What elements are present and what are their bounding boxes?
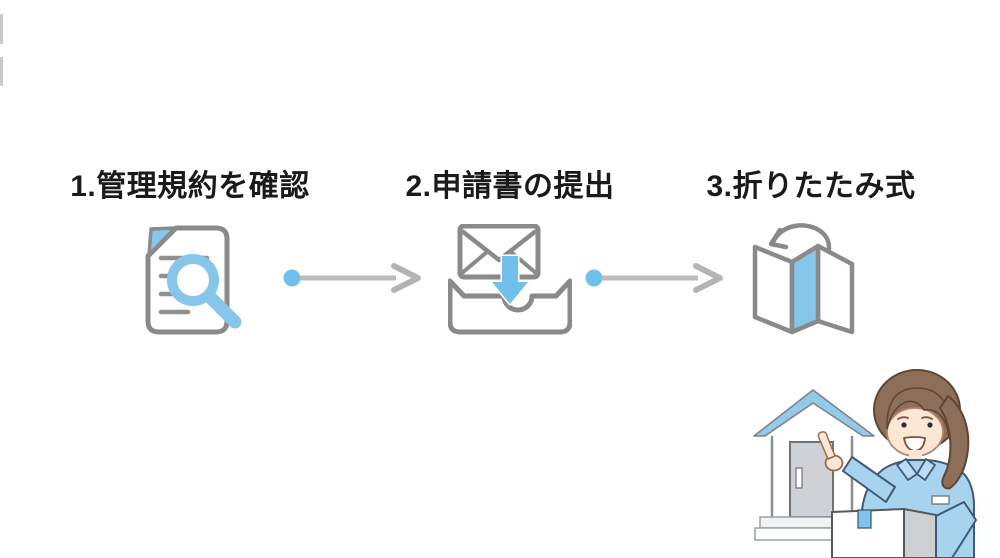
document-search-icon: [145, 225, 242, 335]
envelope-inbox-icon: [448, 224, 572, 335]
cardboard-box: [831, 508, 937, 558]
flow-arrow-2: [585, 263, 723, 293]
step-2-label: 2.申請書の提出: [405, 170, 615, 203]
folding-panel-icon: [752, 223, 855, 335]
left-edge-artifact: [0, 14, 3, 44]
name-tag: [931, 495, 950, 505]
house-with-blue-roof: [753, 389, 875, 541]
pointing-finger: [817, 431, 836, 460]
left-edge-artifact: [0, 57, 3, 86]
step-1-label: 1.管理規約を確認: [70, 170, 310, 203]
flow-arrow-1: [283, 263, 421, 293]
ponytail: [939, 395, 970, 490]
step-3-label: 3.折りたたみ式: [706, 170, 916, 203]
worker-arms: [817, 431, 977, 558]
worker-pointing-at-house-illustration: [753, 369, 977, 558]
